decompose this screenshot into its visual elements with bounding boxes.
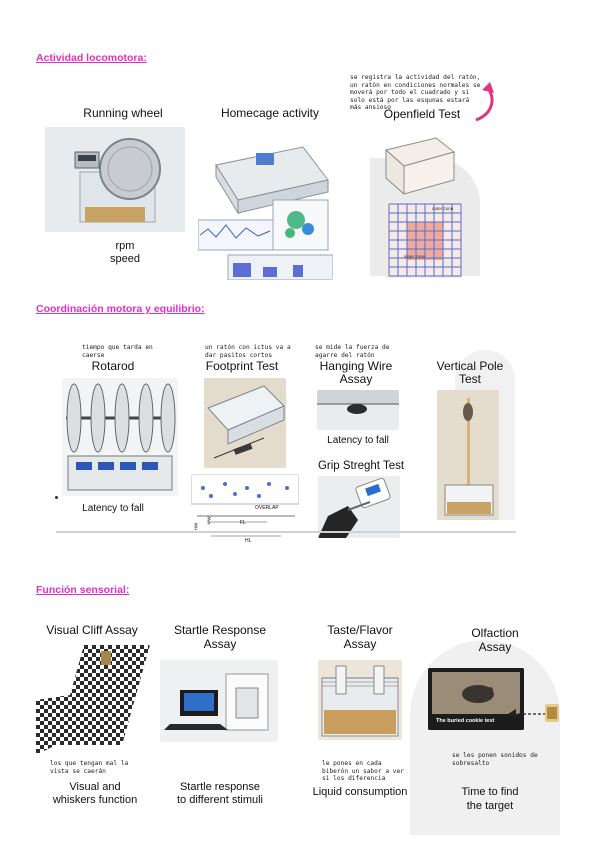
grip-label: Grip Streght Test bbox=[317, 460, 405, 472]
running-wheel-caption-2: speed bbox=[110, 253, 140, 265]
openfield-note: se registra la actividad del ratón, un r… bbox=[350, 74, 481, 112]
hanging-note: se mide la fuerza de agarre del ratón bbox=[315, 344, 390, 359]
footprint-hl: HL bbox=[245, 538, 252, 544]
running-wheel-image bbox=[45, 127, 185, 232]
startle-caption-1: Startle response bbox=[179, 781, 261, 793]
footprint-diagram bbox=[191, 474, 299, 544]
hanging-label-2: Assay bbox=[339, 372, 373, 386]
homecage-image bbox=[198, 125, 333, 280]
grid-label-outer: outer zone bbox=[432, 206, 454, 211]
footprint-overlap: OVERLAP bbox=[255, 505, 279, 511]
section-title-sensorial: Función sensorial: bbox=[36, 584, 130, 596]
running-wheel-caption-1: rpm bbox=[115, 240, 135, 252]
taste-label-2: Assay bbox=[343, 637, 377, 651]
rotarod-dot bbox=[55, 496, 58, 499]
section-title-locomotora: Actividad locomotora: bbox=[36, 52, 147, 64]
rotarod-image bbox=[62, 378, 178, 496]
visual-caption-2: whiskers function bbox=[52, 794, 138, 806]
olfaction-image bbox=[428, 668, 524, 730]
olfaction-label-1: Olfaction bbox=[471, 626, 519, 640]
visual-label: Visual Cliff Assay bbox=[46, 623, 138, 637]
olfaction-caption-1: Time to find bbox=[461, 786, 519, 798]
footprint-fl: FL bbox=[240, 520, 246, 526]
cookie-image bbox=[545, 704, 559, 722]
grip-image bbox=[318, 476, 400, 538]
taste-label-1: Taste/Flavor bbox=[327, 623, 393, 637]
rotarod-note: tiempo que tarda en caerse bbox=[82, 344, 153, 359]
visual-caption-1: Visual and bbox=[69, 781, 121, 793]
footprint-image bbox=[204, 378, 286, 468]
olfaction-note: se les ponen sonidos de sobresalto bbox=[452, 752, 538, 767]
pink-arrow-icon bbox=[475, 82, 494, 122]
homecage-label: Homecage activity bbox=[220, 106, 320, 120]
visual-cliff-image bbox=[36, 645, 150, 755]
olfaction-inner-label: The buried cookie test bbox=[436, 718, 495, 724]
section-title-coordinacion: Coordinación motora y equilibrio: bbox=[36, 303, 205, 315]
footprint-note: un ratón con ictus va a dar pasitos cort… bbox=[205, 344, 291, 359]
rotarod-caption: Latency to fall bbox=[82, 503, 144, 514]
vertical-label-1: Vertical Pole bbox=[436, 359, 504, 373]
footprint-hw: HW bbox=[193, 522, 199, 531]
hanging-caption: Latency to fall bbox=[327, 435, 389, 446]
openfield-grid-image bbox=[385, 202, 463, 278]
olfaction-arrow-icon bbox=[508, 709, 546, 719]
footprint-mw: MW bbox=[206, 516, 212, 525]
taste-image bbox=[318, 660, 402, 740]
visual-note: los que tengan mal la vista se caerán bbox=[50, 760, 129, 775]
startle-label-1: Startle Response bbox=[173, 623, 267, 637]
running-wheel-label: Running wheel bbox=[83, 106, 163, 120]
olfaction-label-2: Assay bbox=[478, 640, 512, 654]
footprint-label: Footprint Test bbox=[205, 359, 279, 373]
hanging-image bbox=[317, 390, 399, 430]
startle-caption-2: to different stimuli bbox=[176, 794, 263, 806]
openfield-label: Openfield Test bbox=[383, 107, 461, 121]
olfaction-caption-2: the target bbox=[466, 800, 514, 812]
startle-image bbox=[160, 660, 278, 742]
rotarod-label: Rotarod bbox=[91, 359, 135, 373]
vertical-label-2: Test bbox=[458, 372, 481, 386]
hanging-label-1: Hanging Wire bbox=[319, 359, 393, 373]
grid-label-inner: inner zone bbox=[404, 254, 426, 259]
coordinacion-baseline bbox=[56, 531, 516, 533]
startle-label-2: Assay bbox=[203, 637, 237, 651]
taste-caption: Liquid consumption bbox=[312, 786, 408, 798]
openfield-box-image bbox=[378, 130, 458, 198]
taste-note: le pones en cada biberón un sabor a ver … bbox=[322, 760, 404, 783]
vertical-image bbox=[437, 390, 499, 520]
